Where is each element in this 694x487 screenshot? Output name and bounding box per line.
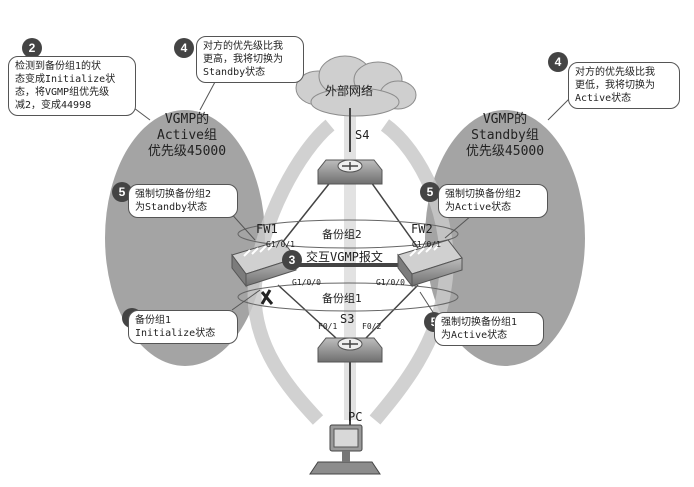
s4-label: S4	[355, 128, 370, 142]
traffic-flow-right	[369, 119, 454, 425]
s3-label: S3	[340, 312, 355, 326]
step-2-badge: 2	[22, 38, 42, 58]
switch-s3-icon	[317, 337, 383, 363]
pointer-c4b	[547, 97, 571, 121]
standby-group-label: VGMP的 Standby组 优先级45000	[465, 112, 545, 159]
callout-fw2-group2: 强制切换备份组2 为Active状态	[438, 184, 548, 218]
step-4-badge-left: 4	[174, 38, 194, 58]
fw1-label: FW1	[256, 222, 278, 236]
vrrp-group1-label: 备份组1	[322, 292, 362, 305]
callout-fw2-group1: 强制切换备份组1 为Active状态	[434, 312, 544, 346]
active-group-ellipse	[105, 110, 265, 366]
standby-group-ellipse	[425, 110, 585, 366]
fw1-port-top: G1/0/1	[266, 240, 295, 249]
step-3-badge: 3	[282, 250, 302, 270]
callout-step-1: 备份组1 Initialize状态	[128, 310, 238, 344]
step-4-badge-right: 4	[548, 52, 568, 72]
fw2-port-top: G1/0/1	[412, 240, 441, 249]
fw2-port-bottom: G1/0/0	[376, 278, 405, 287]
link-fw1-s4	[277, 174, 337, 249]
link-fw1-s3	[277, 284, 337, 339]
s3-port-right: F0/2	[362, 322, 382, 331]
active-group-label: VGMP的 Active组 优先级45000	[147, 112, 227, 159]
callout-step-2: 检测到备份组1的状 态变成Initialize状 态，将VGMP组优先级 减2，…	[8, 56, 136, 116]
callout-fw1-group2: 强制切换备份组2 为Standby状态	[128, 184, 238, 218]
vgmp-message-label: 交互VGMP报文	[306, 250, 383, 264]
fw2-label: FW2	[411, 222, 433, 236]
vrrp-group1-ring	[237, 282, 459, 312]
link-failure-mark	[260, 289, 274, 305]
step-5-badge-fw2-g2: 5	[420, 182, 440, 202]
vrrp-group2-ring	[237, 219, 459, 249]
link-fw2-s3	[365, 284, 419, 339]
cloud-icon	[295, 55, 417, 117]
link-fw2-s4	[365, 174, 419, 249]
pc-label: PC	[348, 410, 363, 424]
switch-s4-icon	[317, 159, 383, 185]
vrrp-group2-label: 备份组2	[322, 228, 362, 241]
callout-step-4-right: 对方的优先级比我 更低，我将切换为 Active状态	[568, 62, 680, 109]
traffic-flow-left	[247, 119, 335, 425]
fw1-port-bottom: G1/0/0	[292, 278, 321, 287]
pointer-c1	[231, 289, 261, 311]
pc-icon	[309, 424, 381, 475]
s3-port-left: F0/1	[318, 322, 338, 331]
callout-step-4-left: 对方的优先级比我 更高，我将切换为 Standby状态	[196, 36, 304, 83]
firewall-fw2-icon	[397, 239, 463, 288]
step-5-badge-fw1-g2: 5	[112, 182, 132, 202]
pointer-c4a	[199, 81, 216, 111]
internet-label: 外部网络	[325, 84, 374, 98]
